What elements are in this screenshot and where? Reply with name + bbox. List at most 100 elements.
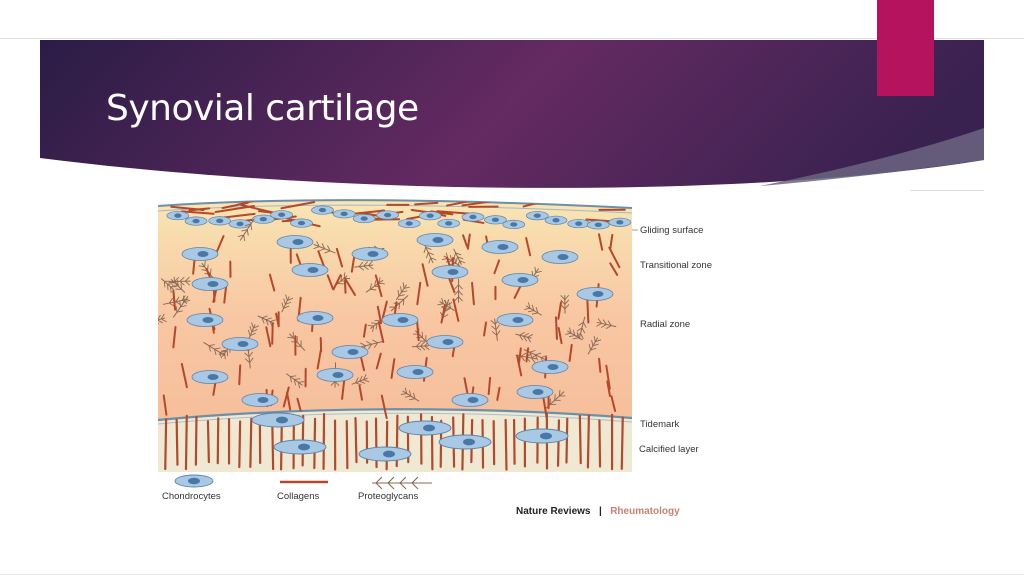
proteoglycan-branch (413, 392, 416, 399)
proteoglycan-branch (424, 345, 430, 351)
proteoglycan-core (453, 248, 462, 265)
legend-chondrocyte-swatch (174, 474, 214, 488)
proteoglycan-branch (213, 348, 217, 355)
proteoglycan-branch (378, 282, 385, 285)
radial-collagen-fiber (238, 364, 242, 386)
proteoglycan-branch (285, 301, 292, 305)
proteoglycan-branch (531, 312, 538, 315)
cartilage-diagram: Gliding surface Transitional zone Radial… (157, 199, 712, 517)
proteoglycan-branch (443, 299, 448, 306)
proteoglycan-branch (591, 339, 594, 346)
chondrocyte-nucleus (257, 397, 269, 403)
proteoglycan-branch (355, 382, 362, 386)
label-gliding-surface: Gliding surface (640, 225, 703, 236)
proteoglycan-branch (404, 387, 408, 394)
proteoglycan-branch (425, 252, 429, 259)
proteoglycan-branch (163, 281, 166, 288)
calcified-chondrocyte-nucleus (463, 438, 475, 446)
proteoglycan-branch (446, 301, 453, 306)
chondrocyte-nucleus (207, 374, 219, 380)
proteoglycan-branch (251, 329, 258, 333)
credit-journal: Nature Reviews (516, 506, 591, 517)
proteoglycan-branch (457, 256, 464, 260)
calcified-chondrocyte-nucleus (383, 450, 395, 458)
proteoglycan-branch (398, 294, 405, 297)
proteoglycan-branch (246, 229, 249, 236)
proteoglycan-branch (318, 248, 325, 252)
proteoglycan-branch (269, 319, 276, 323)
radial-collagen-fiber (452, 298, 460, 322)
radial-collagen-fiber (606, 380, 611, 397)
surface-collagen-fiber (180, 210, 215, 215)
proteoglycan-branch (454, 296, 459, 302)
proteoglycan-branch (363, 379, 370, 383)
legend-chondrocytes-label: Chondrocytes (162, 491, 221, 502)
radial-collagen-fiber (282, 386, 290, 408)
proteoglycan-branch (531, 304, 535, 311)
radial-collagen-fiber (525, 237, 532, 257)
proteoglycan-core (365, 279, 384, 293)
calcified-collagen-fiber (586, 414, 590, 469)
chondrocyte-nucleus (497, 244, 509, 250)
radial-collagen-fiber (344, 277, 357, 297)
side-divider (910, 190, 984, 191)
proteoglycan-branch (402, 282, 405, 289)
radial-collagen-fiber (586, 299, 590, 324)
proteoglycan-branch (363, 374, 367, 380)
proteoglycan-branch (420, 345, 426, 351)
surface-chondrocyte-nucleus (278, 212, 286, 217)
proteoglycan-branch (176, 310, 183, 313)
proteoglycan-branch (449, 255, 453, 262)
radial-collagen-fiber (608, 246, 621, 269)
proteoglycan-branch (251, 322, 254, 329)
proteoglycan-branch (372, 339, 378, 344)
calcified-collagen-fiber (175, 418, 179, 466)
proteoglycan-branch (237, 234, 244, 237)
chondrocyte-nucleus (442, 339, 454, 345)
proteoglycan-branch (403, 286, 410, 289)
matrix-elements (158, 200, 632, 471)
proteoglycan-branch (404, 395, 411, 398)
proteoglycan-branch (250, 332, 256, 337)
proteoglycan-branch (261, 317, 265, 324)
chondrocyte-nucleus (517, 277, 529, 283)
proteoglycan-branch (179, 280, 185, 286)
proteoglycan-branch (523, 335, 528, 342)
proteoglycan-branch (294, 378, 301, 380)
proteoglycan-branch (370, 288, 377, 291)
proteoglycan-branch (358, 261, 364, 267)
proteoglycan-branch (204, 260, 206, 267)
proteoglycan-branch (243, 234, 246, 242)
proteoglycan-branch (415, 341, 421, 347)
proteoglycan-branch (523, 333, 530, 337)
calcified-collagen-fiber (620, 416, 624, 470)
label-transitional-zone: Transitional zone (640, 260, 712, 271)
proteoglycan-branch (343, 272, 346, 279)
surface-collagen-fiber (214, 204, 255, 213)
chondrocyte-nucleus (292, 239, 304, 245)
surface-chondrocyte-nucleus (340, 211, 348, 217)
proteoglycan-branch (529, 351, 533, 358)
proteoglycan-branch (368, 260, 373, 266)
proteoglycan-core (281, 296, 290, 313)
proteoglycan-branch (248, 351, 253, 358)
proteoglycan-branch (442, 314, 449, 318)
proteoglycan-branch (519, 334, 524, 341)
radial-collagen-fiber (265, 326, 272, 348)
proteoglycan-branch (321, 243, 326, 249)
radial-collagen-fiber (326, 274, 335, 291)
proteoglycan-branch (400, 286, 402, 293)
surface-collagen-fiber (414, 201, 439, 206)
proteoglycan-branch (428, 252, 434, 256)
proteoglycan-branch (290, 375, 297, 377)
radial-collagen-fiber (341, 377, 346, 400)
proteoglycan-branch (408, 390, 412, 397)
proteoglycan-branch (558, 389, 561, 397)
proteoglycan-branch (250, 224, 253, 231)
proteoglycan-branch (455, 252, 462, 256)
radial-collagen-fiber (377, 321, 385, 343)
proteoglycan-branch (208, 344, 215, 347)
chondrocyte-nucleus (237, 341, 249, 347)
surface-chondrocyte-nucleus (297, 220, 306, 226)
radial-collagen-fiber (471, 281, 475, 306)
